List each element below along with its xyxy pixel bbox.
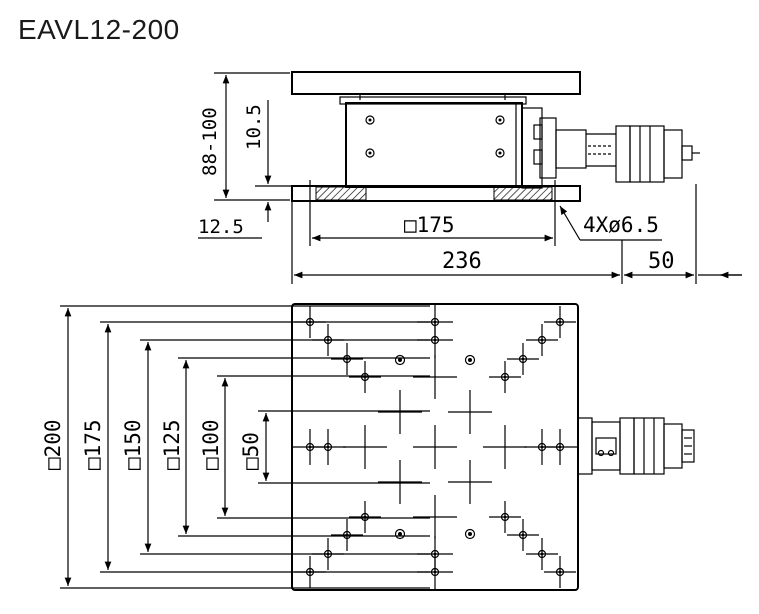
mounting-hole-icon [378,460,422,504]
product-title: EAVL12-200 [18,14,180,45]
mounting-hole-icon [448,390,492,434]
mounting-hole-icon [378,390,422,434]
hole-callout-label: 4Xø6.5 [583,213,659,237]
mounting-hole-icon [331,343,363,375]
mounting-hole-icon [483,425,527,469]
length-label: 236 [442,249,482,274]
mounting-hole-icon [331,519,363,551]
grid-175-label: □175 [81,419,105,470]
mounting-hole-icon [507,519,539,551]
handwheel-knob [681,145,693,161]
mounting-hole-icon [413,425,457,469]
screw-icon [365,115,375,125]
side-view: 88-100 10.5 12.5 □175 4Xø6.5 236 50 [198,71,742,284]
mounting-hole-icon [349,361,381,393]
screw-icon [365,148,375,158]
motor-flange [615,125,631,183]
top-offset-label: 10.5 [243,104,265,150]
screw-icon [394,528,406,540]
screw-icon [464,354,476,366]
mounting-hole-icon [544,306,576,338]
mounting-hole-icon [524,429,560,465]
base-plate [291,185,581,202]
coupling [555,129,587,169]
grid-50-label: □50 [239,432,263,470]
grid-100-label: □100 [199,419,223,470]
mounting-hole-icon [507,343,539,375]
motor-body [629,125,665,183]
mounting-hole-icon [349,501,381,533]
screw-icon [464,528,476,540]
height-range-label: 88-100 [199,107,221,176]
mounting-hole-icon [526,324,558,356]
stage-body [345,102,523,188]
mounting-hole-icon [489,361,521,393]
screw-icon [394,354,406,366]
grid-125-label: □125 [160,419,184,470]
mounting-hole-icon [544,556,576,588]
screw-icon [495,148,505,158]
mounting-hole-icon [448,460,492,504]
mounting-hole-icon [343,425,387,469]
screw-icon [495,115,505,125]
mounting-hole-icon [526,538,558,570]
grid-150-label: □150 [121,419,145,470]
top-view: □200 □175 □150 □125 □100 □50 [41,303,695,591]
top-plate [291,71,581,95]
motor-extension-label: 50 [648,249,675,274]
motor-flange [619,417,635,475]
mounting-hole-icon [310,429,346,465]
mounting-hole-icon [413,495,457,539]
hole-spacing-label: □175 [404,213,455,237]
base-thickness-label: 12.5 [198,216,244,238]
mounting-hole-icon [489,501,521,533]
mounting-hole-icon [413,355,457,399]
handwheel-knob [681,429,695,463]
table-size-label: □200 [41,419,65,470]
motor-body [633,417,665,475]
